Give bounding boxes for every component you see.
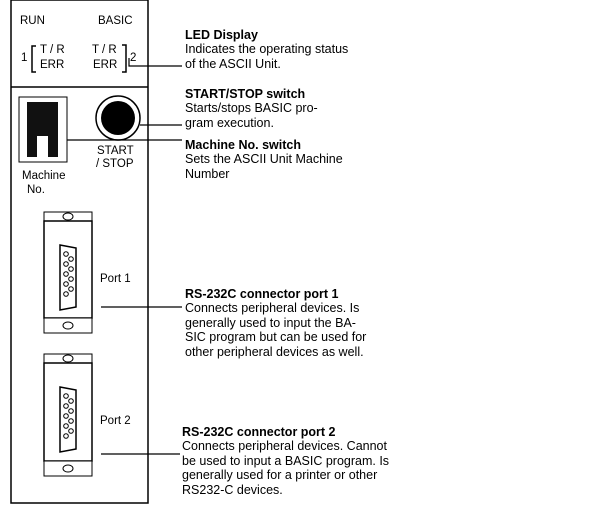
- callout-machine-no-switch: Machine No. switch Sets the ASCII Unit M…: [185, 138, 343, 181]
- start-stop-label-line1: START: [97, 145, 134, 157]
- unit-outline: [10, 0, 149, 504]
- port1-pins: [63, 251, 74, 297]
- rs232c-port1-connector[interactable]: [43, 211, 93, 334]
- callout-line: Connects peripheral devices. Is: [185, 301, 360, 315]
- port2-screw-bottom: [62, 464, 74, 473]
- led-port1-number: 1: [21, 52, 28, 64]
- led-left-tr: T / R: [40, 44, 65, 56]
- callout-line: Connects peripheral devices. Cannot: [182, 439, 387, 453]
- callout-line: Sets the ASCII Unit Machine: [185, 152, 343, 166]
- callout-start-stop-switch: START/STOP switch Starts/stops BASIC pro…: [185, 87, 318, 130]
- rs232c-port2-connector[interactable]: [43, 353, 93, 477]
- callout-line: generally used for a printer or other: [182, 468, 378, 482]
- port1-screw-bottom: [62, 321, 74, 330]
- port2-screw-top: [62, 354, 74, 363]
- callout-line: SIC program but can be used for: [185, 330, 367, 344]
- callout-line: Number: [185, 166, 230, 181]
- callout-line: Starts/stops BASIC pro-: [185, 101, 318, 115]
- start-stop-label-line2: / STOP: [96, 158, 134, 170]
- led-right-err: ERR: [93, 59, 118, 71]
- port1-label: Port 1: [100, 273, 131, 285]
- run-label: RUN: [20, 15, 45, 27]
- callout-title: RS-232C connector port 2: [182, 425, 336, 439]
- led-right-bracket: [122, 44, 127, 73]
- callout-line: Indicates the operating status: [185, 42, 349, 56]
- callout-line: RS232-C devices.: [182, 482, 283, 497]
- led-left-bracket: [31, 45, 36, 73]
- callout-line: other peripheral devices as well.: [185, 344, 364, 359]
- led-port2-number: 2: [130, 52, 137, 64]
- machine-no-label-line2: No.: [27, 184, 45, 196]
- callout-led-display: LED Display Indicates the operating stat…: [185, 28, 348, 71]
- machine-no-switch-bottom: [27, 134, 37, 157]
- port1-screw-top: [62, 212, 74, 221]
- basic-label: BASIC: [98, 15, 133, 27]
- leader-led-display: [128, 58, 182, 67]
- callout-title: LED Display: [185, 28, 258, 42]
- port2-label: Port 2: [100, 415, 131, 427]
- callout-rs232c-port2: RS-232C connector port 2 Connects periph…: [182, 425, 389, 497]
- callout-line: of the ASCII Unit.: [185, 56, 281, 71]
- machine-no-switch-top: [27, 102, 58, 136]
- callout-title: START/STOP switch: [185, 87, 306, 101]
- port2-pins: [63, 393, 74, 439]
- callout-title: Machine No. switch: [185, 138, 301, 152]
- led-left-err: ERR: [40, 59, 65, 71]
- callout-line: gram execution.: [185, 115, 274, 130]
- machine-no-label-line1: Machine: [22, 170, 66, 182]
- led-right-tr: T / R: [92, 44, 117, 56]
- machine-no-switch-bottom-right: [48, 134, 58, 157]
- callout-line: be used to input a BASIC program. Is: [182, 453, 390, 468]
- callout-line: generally used to input the BA-: [185, 315, 356, 330]
- callout-rs232c-port1: RS-232C connector port 1 Connects periph…: [185, 287, 366, 359]
- callout-title: RS-232C connector port 1: [185, 287, 339, 301]
- start-stop-button[interactable]: [101, 101, 135, 135]
